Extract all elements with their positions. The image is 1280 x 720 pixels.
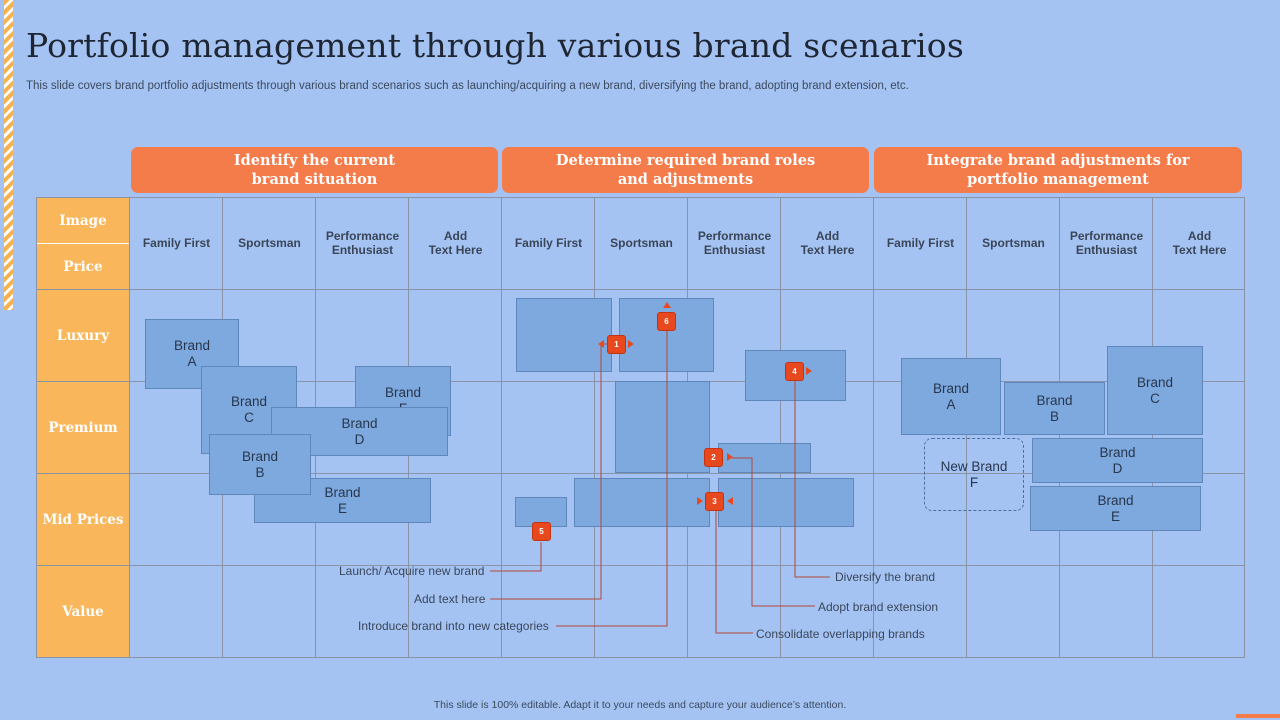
section2-block [619,298,714,372]
callout-launch-acquire: Launch/ Acquire new brand [339,564,485,578]
grid-line [36,289,1244,290]
footer-note: This slide is 100% editable. Adapt it to… [433,699,847,711]
phase-determine-header: Determine required brand roles and adjus… [502,147,869,193]
grid-line [36,657,1244,658]
page-title: Portfolio management through various bra… [26,26,965,65]
arrow-up-icon [663,302,671,308]
row-header-value: Value [37,566,129,657]
column-label-sportsman: Sportsman [610,236,673,250]
section3-brand-c: Brand C [1107,346,1203,435]
step-marker-1: 1 [607,335,626,354]
decorative-stripe [4,0,13,310]
grid-line [36,197,1244,198]
step-marker-6: 6 [657,312,676,331]
callout-adopt-extension: Adopt brand extension [818,600,939,614]
section2-block [574,478,710,527]
step-marker-3: 3 [705,492,724,511]
column-label-performance-enthusiast: Performance Enthusiast [697,229,772,257]
row-header-price: Price [37,244,129,289]
section3-brand-e: Brand E [1030,486,1201,531]
section3-new-brand-f: New Brand F [924,438,1024,511]
column-label-performance-enthusiast: Performance Enthusiast [1069,229,1144,257]
row-header-premium: Premium [37,382,129,473]
row-header-mid-prices: Mid Prices [37,474,129,565]
section1-brand-a: Brand A [145,319,239,389]
callout-consolidate: Consolidate overlapping brands [756,627,925,641]
column-label-sportsman: Sportsman [238,236,301,250]
phase-identify-header: Identify the current brand situation [131,147,498,193]
grid-line [1244,197,1245,658]
section2-block [615,381,710,473]
section1-brand-b: Brand B [209,434,311,495]
page-subtitle: This slide covers brand portfolio adjust… [26,80,909,92]
grid-line [36,565,1244,566]
column-label-performance-enthusiast: Performance Enthusiast [325,229,400,257]
row-header-luxury: Luxury [37,290,129,381]
arrow-left-icon [727,497,733,505]
step-marker-2: 2 [704,448,723,467]
section3-brand-b: Brand B [1004,382,1105,435]
step-marker-5: 5 [532,522,551,541]
section2-block [516,298,612,372]
column-label-family-first: Family First [514,236,583,250]
arrow-left-icon [598,340,604,348]
section3-brand-d: Brand D [1032,438,1203,483]
grid-line [129,197,130,658]
connector-launch [490,542,542,572]
column-label-add-text: Add Text Here [800,229,855,257]
section2-block [718,478,854,527]
arrow-right-icon [727,453,733,461]
column-label-sportsman: Sportsman [982,236,1045,250]
callout-introduce-brand: Introduce brand into new categories [358,619,549,633]
grid-line [36,243,130,244]
grid-line [36,197,37,658]
section3-brand-a: Brand A [901,358,1001,435]
connector-add-text [490,343,608,600]
grid-line [780,197,781,658]
arrow-right-icon [806,367,812,375]
phase-integrate-header: Integrate brand adjustments for portfoli… [874,147,1242,193]
callout-add-text: Add text here [414,592,486,606]
step-marker-4: 4 [785,362,804,381]
row-header-image: Image [37,198,129,243]
connector-diversify [794,372,830,578]
arrow-right-icon [697,497,703,505]
grid-line [873,197,874,658]
callout-diversify: Diversify the brand [835,570,936,584]
arrow-right-icon [628,340,634,348]
decorative-corner-bar [1236,714,1280,718]
column-label-add-text: Add Text Here [428,229,483,257]
column-label-add-text: Add Text Here [1172,229,1227,257]
connector-consolidate [715,511,753,634]
column-label-family-first: Family First [886,236,955,250]
column-label-family-first: Family First [142,236,211,250]
